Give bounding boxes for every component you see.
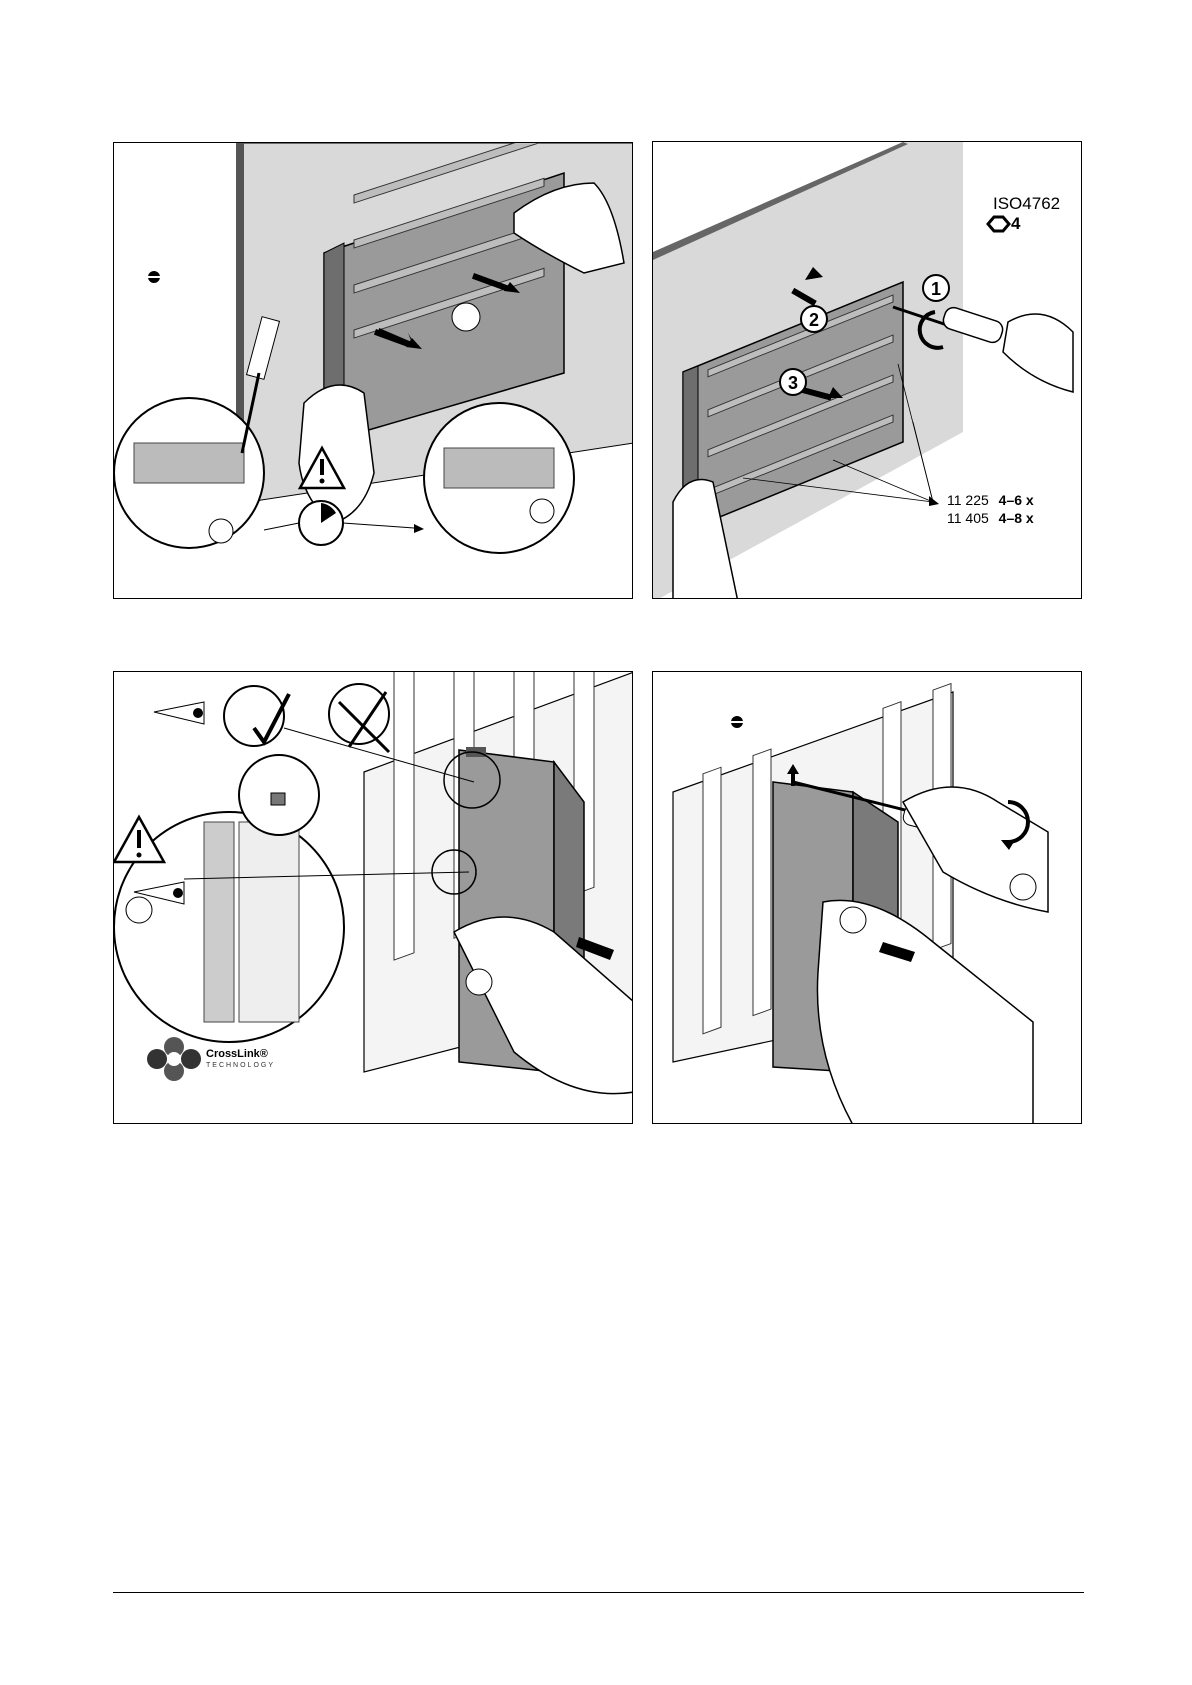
hex-size-label: 4 [1011,214,1020,234]
hand-center [299,385,374,523]
crosslink-logo-name: CrossLink® [206,1048,268,1060]
module-insertion-illustration [114,672,633,1124]
spec-row: 11 405 4–8 x [947,510,1034,526]
callout-1: 1 [923,275,949,301]
flathead-screwdriver-symbol [147,271,161,283]
illustration-panel-module-removal [652,671,1082,1124]
illustration-panel-module-insertion: CrossLink® TECHNOLOGY [113,671,633,1124]
spec-part: 11 405 [947,510,989,526]
spec-qty: 4–8 x [999,510,1034,526]
callout-circle [452,303,480,331]
callout-circle [209,519,233,543]
spec-row: 11 225 4–6 x [947,492,1034,508]
flathead-screwdriver-symbol [730,716,744,728]
callout-circle [466,969,492,995]
svg-text:1: 1 [931,279,941,299]
illustration-panel-screw-mounting: 1 2 3 ISO4762 4 11 225 4–6 x 11 405 4–8 … [652,141,1082,599]
footer-rule [113,1592,1084,1593]
spec-part: 11 225 [947,492,989,508]
detail-circle-correct [224,686,284,746]
callout-2: 2 [801,306,827,332]
detail-circle-wrong [329,684,389,744]
callout-3: 3 [780,369,806,395]
illustration-panel-mounting-rail [113,142,633,599]
crosslink-logo-sub: TECHNOLOGY [206,1062,275,1069]
spec-qty: 4–6 x [999,492,1034,508]
callout-circle [1010,874,1036,900]
module-removal-illustration [653,672,1082,1124]
callout-circle [840,907,866,933]
callout-circle [126,897,152,923]
hex-socket-icon [988,217,1009,231]
eye-icon [154,702,204,724]
svg-text:2: 2 [809,310,819,330]
crosslink-logo-icon [147,1037,201,1081]
callout-circle [530,499,554,523]
svg-text:3: 3 [788,373,798,393]
standard-label: ISO4762 [993,194,1060,214]
mounting-rail-illustration [114,143,633,599]
